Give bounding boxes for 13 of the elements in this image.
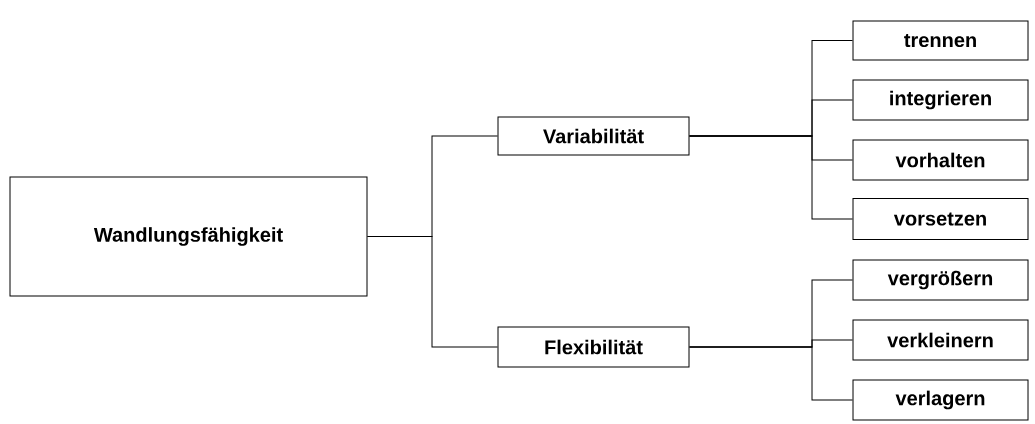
process-box: integrieren [852,79,1029,121]
process-box: Variabilität [497,116,690,156]
connector-line [689,346,853,401]
process-box: trennen [852,20,1029,61]
process-box: vorsetzen [852,198,1029,240]
process-box: Wandlungsfähigkeit [9,176,368,297]
process-box: vergrößern [852,259,1029,301]
connector-line [689,135,853,220]
process-box: verlagern [852,379,1029,421]
process-box: vorhalten [852,139,1029,181]
process-box: Flexibilität [497,326,690,368]
connector-line [367,236,498,348]
process-box: verkleinern [852,319,1029,361]
